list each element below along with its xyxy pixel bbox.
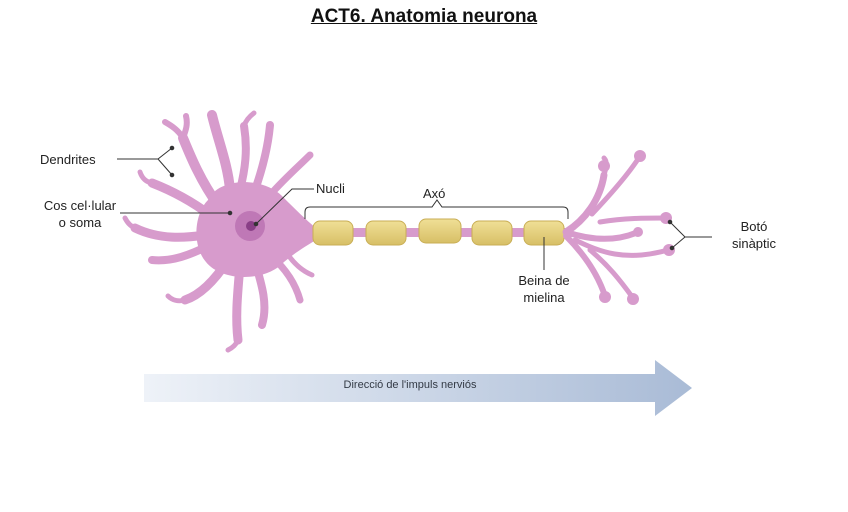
nucleus-label: Nucli [316, 181, 345, 196]
leader-lines [117, 145, 712, 270]
myelin-sheath [312, 218, 565, 246]
synaptic-button-label-line1: Botó [740, 219, 768, 234]
soma-label-line2: o soma [58, 215, 102, 230]
myelin-label: Beina de mielina [504, 272, 584, 306]
myelin-label-line2: mielina [523, 290, 565, 305]
axon-label: Axó [423, 186, 446, 201]
synaptic-button-label-line2: sinàptic [731, 236, 777, 251]
synaptic-button-label: Botó sinàptic [716, 218, 792, 252]
impulse-direction-label: Direcció de l'impuls nerviós [343, 379, 477, 391]
dendrites-label: Dendrites [40, 152, 96, 167]
nucleolus [246, 221, 256, 231]
myelin-label-line1: Beina de [518, 273, 570, 288]
impulse-direction-arrow [144, 360, 692, 416]
page-title: ACT6. Anatomia neurona [310, 6, 538, 27]
soma-label: Cos cel·lular o soma [28, 197, 132, 231]
axon-terminals [562, 153, 671, 301]
synaptic-buttons [598, 150, 675, 305]
soma-label-line1: Cos cel·lular [43, 198, 117, 213]
